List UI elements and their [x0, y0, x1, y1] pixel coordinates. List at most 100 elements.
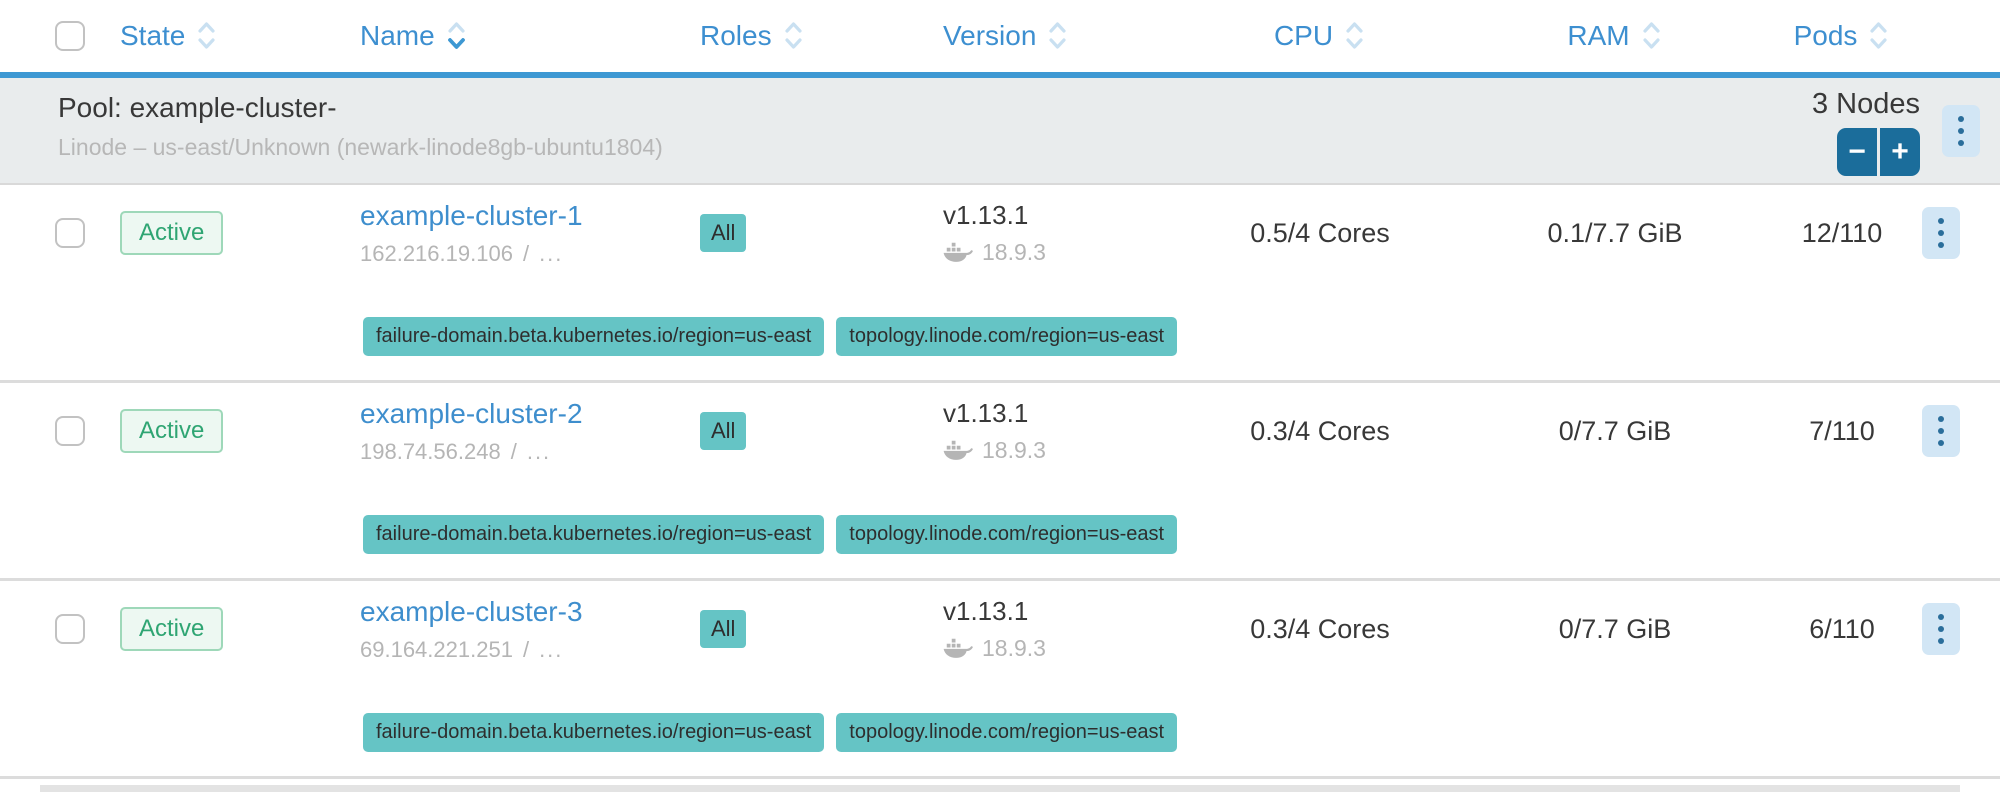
node-ip-line: 198.74.56.248/...: [360, 438, 552, 464]
minus-icon: −: [1848, 135, 1866, 168]
docker-version: 18.9.3: [982, 437, 1046, 463]
select-all-checkbox[interactable]: [55, 21, 85, 51]
row-checkbox[interactable]: [55, 218, 85, 248]
docker-icon: [943, 440, 973, 460]
kubernetes-version: v1.13.1: [943, 596, 1029, 626]
pool-info: Pool: example-cluster- Linode – us-east/…: [0, 78, 663, 183]
header-divider: [0, 72, 2000, 78]
column-header-ram[interactable]: RAM: [1460, 18, 1770, 54]
ram-usage: 0/7.7 GiB: [1558, 415, 1672, 446]
kubernetes-version: v1.13.1: [943, 200, 1029, 230]
column-label: Version: [943, 20, 1037, 51]
node-ip: 162.216.19.106: [360, 240, 513, 266]
column-header-pods[interactable]: Pods: [1770, 18, 1914, 54]
row-menu-button[interactable]: [1922, 405, 1960, 457]
scale-down-button[interactable]: −: [1837, 128, 1877, 176]
table-row: Active example-cluster-1 162.216.19.106/…: [0, 185, 2000, 383]
pool-subtitle: Linode – us-east/Unknown (newark-linode8…: [58, 134, 663, 160]
label-chip: failure-domain.beta.kubernetes.io/region…: [363, 713, 825, 752]
docker-version-line: 18.9.3: [943, 239, 1180, 266]
roles-badge: All: [700, 610, 747, 648]
docker-version: 18.9.3: [982, 239, 1046, 265]
node-labels: failure-domain.beta.kubernetes.io/region…: [363, 713, 2000, 752]
kebab-icon: [1938, 614, 1944, 620]
node-labels: failure-domain.beta.kubernetes.io/region…: [363, 515, 2000, 554]
status-badge: Active: [120, 409, 224, 453]
column-label: RAM: [1567, 20, 1630, 51]
sort-icon: [782, 18, 805, 54]
docker-version: 18.9.3: [982, 635, 1046, 661]
kebab-icon: [1938, 218, 1944, 224]
cpu-usage: 0.3/4 Cores: [1250, 415, 1390, 446]
pool-scale-buttons: − +: [1837, 128, 1920, 176]
kebab-icon: [1958, 116, 1964, 122]
sort-icon: [1046, 18, 1069, 54]
column-label: CPU: [1273, 20, 1334, 51]
docker-icon: [943, 638, 973, 658]
kebab-icon: [1938, 416, 1944, 422]
docker-icon: [943, 242, 973, 262]
ip-more-toggle[interactable]: ...: [539, 240, 564, 266]
label-chip: topology.linode.com/region=us-east: [836, 515, 1178, 554]
roles-badge: All: [700, 412, 747, 450]
label-chip: failure-domain.beta.kubernetes.io/region…: [363, 317, 825, 356]
pods-count: 6/110: [1809, 613, 1875, 644]
cpu-usage: 0.3/4 Cores: [1250, 613, 1390, 644]
header-checkbox-cell: [40, 21, 120, 51]
node-name-link[interactable]: example-cluster-3: [360, 595, 583, 627]
row-menu-button[interactable]: [1922, 207, 1960, 259]
pool-menu-button[interactable]: [1942, 105, 1980, 157]
label-chip: topology.linode.com/region=us-east: [836, 713, 1178, 752]
node-ip: 69.164.221.251: [360, 636, 513, 662]
column-label: State: [120, 20, 186, 51]
pods-count: 12/110: [1801, 217, 1883, 248]
column-header-roles[interactable]: Roles: [700, 18, 943, 54]
plus-icon: +: [1891, 135, 1909, 168]
row-menu-button[interactable]: [1922, 603, 1960, 655]
status-badge: Active: [120, 607, 224, 651]
node-name-link[interactable]: example-cluster-1: [360, 199, 583, 231]
ram-usage: 0/7.7 GiB: [1558, 613, 1672, 644]
column-header-name[interactable]: Name: [360, 18, 700, 54]
node-ip: 198.74.56.248: [360, 438, 501, 464]
node-ip-line: 69.164.221.251/...: [360, 636, 564, 662]
cpu-usage: 0.5/4 Cores: [1250, 217, 1390, 248]
pool-controls: 3 Nodes − +: [1812, 78, 2000, 183]
column-header-cpu[interactable]: CPU: [1180, 18, 1460, 54]
docker-version-line: 18.9.3: [943, 635, 1180, 662]
pods-count: 7/110: [1809, 415, 1875, 446]
kubernetes-version: v1.13.1: [943, 398, 1029, 428]
row-checkbox[interactable]: [55, 614, 85, 644]
column-label: Roles: [700, 20, 772, 51]
column-label: Name: [360, 20, 435, 51]
column-header-version[interactable]: Version: [943, 18, 1180, 54]
pool-row: Pool: example-cluster- Linode – us-east/…: [0, 78, 2000, 185]
node-name-link[interactable]: example-cluster-2: [360, 397, 583, 429]
sort-icon: [1640, 18, 1663, 54]
pool-scale: 3 Nodes − +: [1812, 88, 1920, 176]
sort-icon: [195, 18, 218, 54]
pool-node-count: 3 Nodes: [1811, 88, 1920, 120]
ram-usage: 0.1/7.7 GiB: [1547, 217, 1683, 248]
table-row: Active example-cluster-3 69.164.221.251/…: [0, 581, 2000, 779]
pool-title: Pool: example-cluster-: [58, 92, 337, 123]
docker-version-line: 18.9.3: [943, 437, 1180, 464]
sort-icon: [1867, 18, 1890, 54]
status-badge: Active: [120, 211, 224, 255]
row-checkbox[interactable]: [55, 416, 85, 446]
column-label: Pods: [1793, 20, 1858, 51]
scale-up-button[interactable]: +: [1880, 128, 1920, 176]
ip-more-toggle[interactable]: ...: [539, 636, 564, 662]
label-chip: topology.linode.com/region=us-east: [836, 317, 1178, 356]
node-ip-line: 162.216.19.106/...: [360, 240, 564, 266]
label-chip: failure-domain.beta.kubernetes.io/region…: [363, 515, 825, 554]
node-labels: failure-domain.beta.kubernetes.io/region…: [363, 317, 2000, 356]
table-header: State Name Roles Version CPU RAM Pods: [40, 0, 1960, 72]
column-header-state[interactable]: State: [120, 18, 360, 54]
sort-icon-active-desc: [445, 18, 468, 54]
roles-badge: All: [700, 214, 747, 252]
table-row: Active example-cluster-2 198.74.56.248/.…: [0, 383, 2000, 581]
table-bottom-divider: [40, 785, 1960, 792]
ip-more-toggle[interactable]: ...: [526, 438, 552, 464]
sort-icon: [1343, 18, 1366, 54]
